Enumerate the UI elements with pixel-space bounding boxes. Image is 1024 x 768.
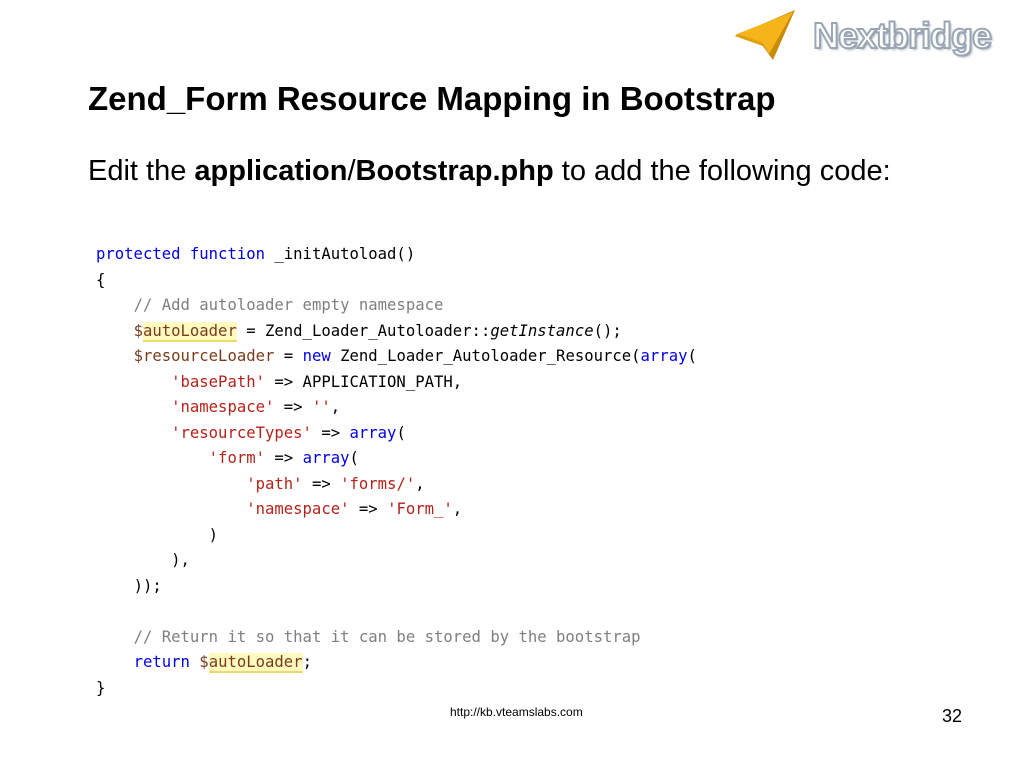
code-line: ));: [133, 576, 162, 595]
code-line: // Add autoloader empty namespace: [133, 296, 444, 314]
code-line: protected function _initAutoload(): [96, 245, 416, 263]
subtitle-bold-bootstrap: Bootstrap.php: [355, 155, 554, 187]
nextbridge-logo: Nextbridge: [733, 8, 1013, 70]
code-line: [96, 599, 956, 625]
code-line: 'namespace' => '',: [171, 398, 341, 416]
code-line: return $autoLoader;: [133, 653, 312, 673]
subtitle-text-1: Edit the: [88, 155, 195, 187]
arrow-logo-icon: [735, 10, 795, 60]
code-line: 'basePath' => APPLICATION_PATH,: [171, 372, 463, 391]
slide-subtitle: Edit the application/Bootstrap.php to ad…: [88, 150, 968, 192]
subtitle-bold-application: application: [194, 155, 348, 187]
code-line: 'path' => 'forms/',: [246, 474, 425, 493]
subtitle-text-3: to add the following code:: [553, 155, 891, 187]
code-line: 'resourceTypes' => array(: [171, 423, 406, 442]
code-line: $autoLoader = Zend_Loader_Autoloader::ge…: [133, 321, 622, 342]
code-block: protected function _initAutoload() { // A…: [96, 242, 956, 701]
subtitle-text-2: /: [347, 155, 356, 187]
code-line: 'namespace' => 'Form_',: [246, 500, 463, 518]
code-line: $resourceLoader = new Zend_Loader_Autolo…: [133, 347, 697, 365]
code-line: {: [96, 270, 106, 289]
page-number: 32: [942, 706, 963, 726]
slide-title: Zend_Form Resource Mapping in Bootstrap: [88, 80, 776, 117]
footer-url: http://kb.vteamslabs.com: [450, 705, 583, 719]
code-line: 'form' => array(: [208, 449, 359, 467]
code-line: ): [208, 525, 219, 544]
logo-wordmark: Nextbridge: [812, 14, 993, 57]
code-line: // Return it so that it can be stored by…: [133, 627, 641, 646]
code-line: }: [96, 678, 106, 697]
code-line: ),: [171, 551, 190, 569]
